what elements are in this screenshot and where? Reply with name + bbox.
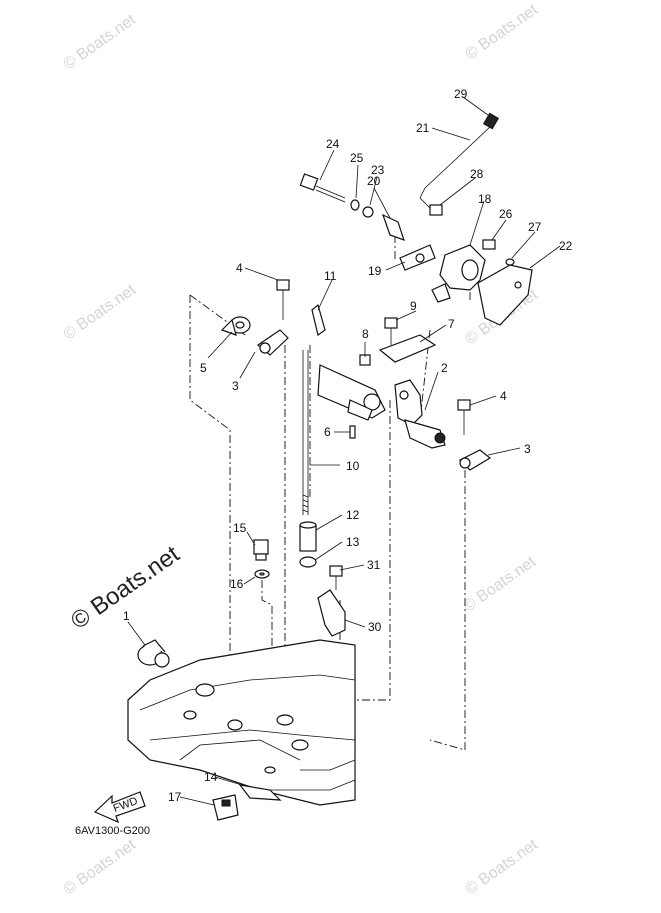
- lower-cowling: [127, 639, 356, 806]
- callout-9: 9: [410, 299, 417, 313]
- long-bolt: [299, 173, 346, 203]
- clip-28: [429, 204, 443, 216]
- bracket-19: [399, 244, 436, 271]
- watermark-bottom-right: © Boats.net: [463, 836, 542, 898]
- grommet: [137, 639, 170, 668]
- rod-clamp-right: [458, 449, 492, 471]
- mounting-plate: [477, 264, 533, 326]
- fwd-arrow-icon: FWD: [93, 791, 146, 824]
- pin: [349, 425, 356, 439]
- callout-3-right: 3: [524, 442, 531, 456]
- washer-27: [505, 258, 515, 266]
- screw-26: [482, 239, 496, 250]
- sleeve: [381, 213, 405, 241]
- watermark-bottom-left: © Boats.net: [61, 836, 140, 898]
- callout-29: 29: [454, 87, 468, 101]
- watermark-mid-left: © Boats.net: [61, 281, 140, 343]
- bolt-9: [384, 317, 398, 345]
- callout-labels: 1 2 3 3 4 4 5 6 7 8 9 10 11 12 13 14 15 …: [123, 87, 573, 804]
- bolt-left: [276, 279, 290, 320]
- bolt-31: [329, 565, 343, 590]
- callout-17: 17: [168, 790, 182, 804]
- plate: [378, 334, 437, 363]
- callout-18: 18: [478, 192, 492, 206]
- callout-8: 8: [362, 327, 369, 341]
- bolt-right: [457, 399, 471, 435]
- diagram-code: 6AV1300-G200: [75, 825, 150, 837]
- callout-1: 1: [123, 609, 130, 623]
- callout-31: 31: [367, 558, 381, 572]
- callout-22: 22: [559, 239, 573, 253]
- callout-15: 15: [233, 521, 247, 535]
- nut-13: [299, 556, 317, 568]
- watermark-lower-right: © Boats.net: [461, 553, 540, 615]
- callout-28: 28: [470, 167, 484, 181]
- callout-20: 20: [367, 174, 381, 188]
- clip: [311, 303, 326, 337]
- callout-4-left: 4: [236, 261, 243, 275]
- cap-29: [482, 112, 500, 130]
- callout-7: 7: [448, 317, 455, 331]
- clamp-17: [212, 794, 239, 821]
- callout-4-right: 4: [500, 389, 507, 403]
- callout-14: 14: [204, 770, 218, 784]
- spring-washer: [350, 199, 360, 211]
- collar: [299, 521, 317, 552]
- watermark-top-left: © Boats.net: [61, 11, 140, 73]
- shift-link-rod: [419, 124, 493, 211]
- callout-3-left: 3: [232, 379, 239, 393]
- bracket-14: [238, 784, 282, 801]
- callout-6: 6: [324, 425, 331, 439]
- callout-26: 26: [499, 207, 513, 221]
- linkage-bracket: [317, 364, 386, 421]
- callout-25: 25: [350, 151, 364, 165]
- callout-10: 10: [346, 459, 360, 473]
- callout-19: 19: [368, 264, 382, 278]
- shift-lever: [431, 244, 486, 303]
- shift-rod: [302, 350, 309, 515]
- shift-lever-assembly: [394, 379, 446, 449]
- washer-23: [362, 206, 374, 218]
- callout-11: 11: [324, 269, 337, 283]
- washer-16: [254, 569, 270, 579]
- callout-16: 16: [230, 577, 244, 591]
- bracket-30: [317, 589, 346, 637]
- callout-13: 13: [346, 535, 360, 549]
- callout-21: 21: [416, 121, 430, 135]
- callout-12: 12: [346, 508, 360, 522]
- bushing: [220, 316, 251, 336]
- callout-27: 27: [528, 220, 542, 234]
- leader-lines: [127, 96, 561, 806]
- callout-30: 30: [368, 620, 382, 634]
- rod-clamp-left: [257, 329, 289, 356]
- callout-2: 2: [441, 361, 448, 375]
- callout-23: 23: [371, 163, 385, 177]
- watermark-top-right: © Boats.net: [463, 1, 542, 63]
- callout-5: 5: [200, 361, 207, 375]
- plug-bolt: [253, 539, 269, 561]
- callout-24: 24: [326, 137, 340, 151]
